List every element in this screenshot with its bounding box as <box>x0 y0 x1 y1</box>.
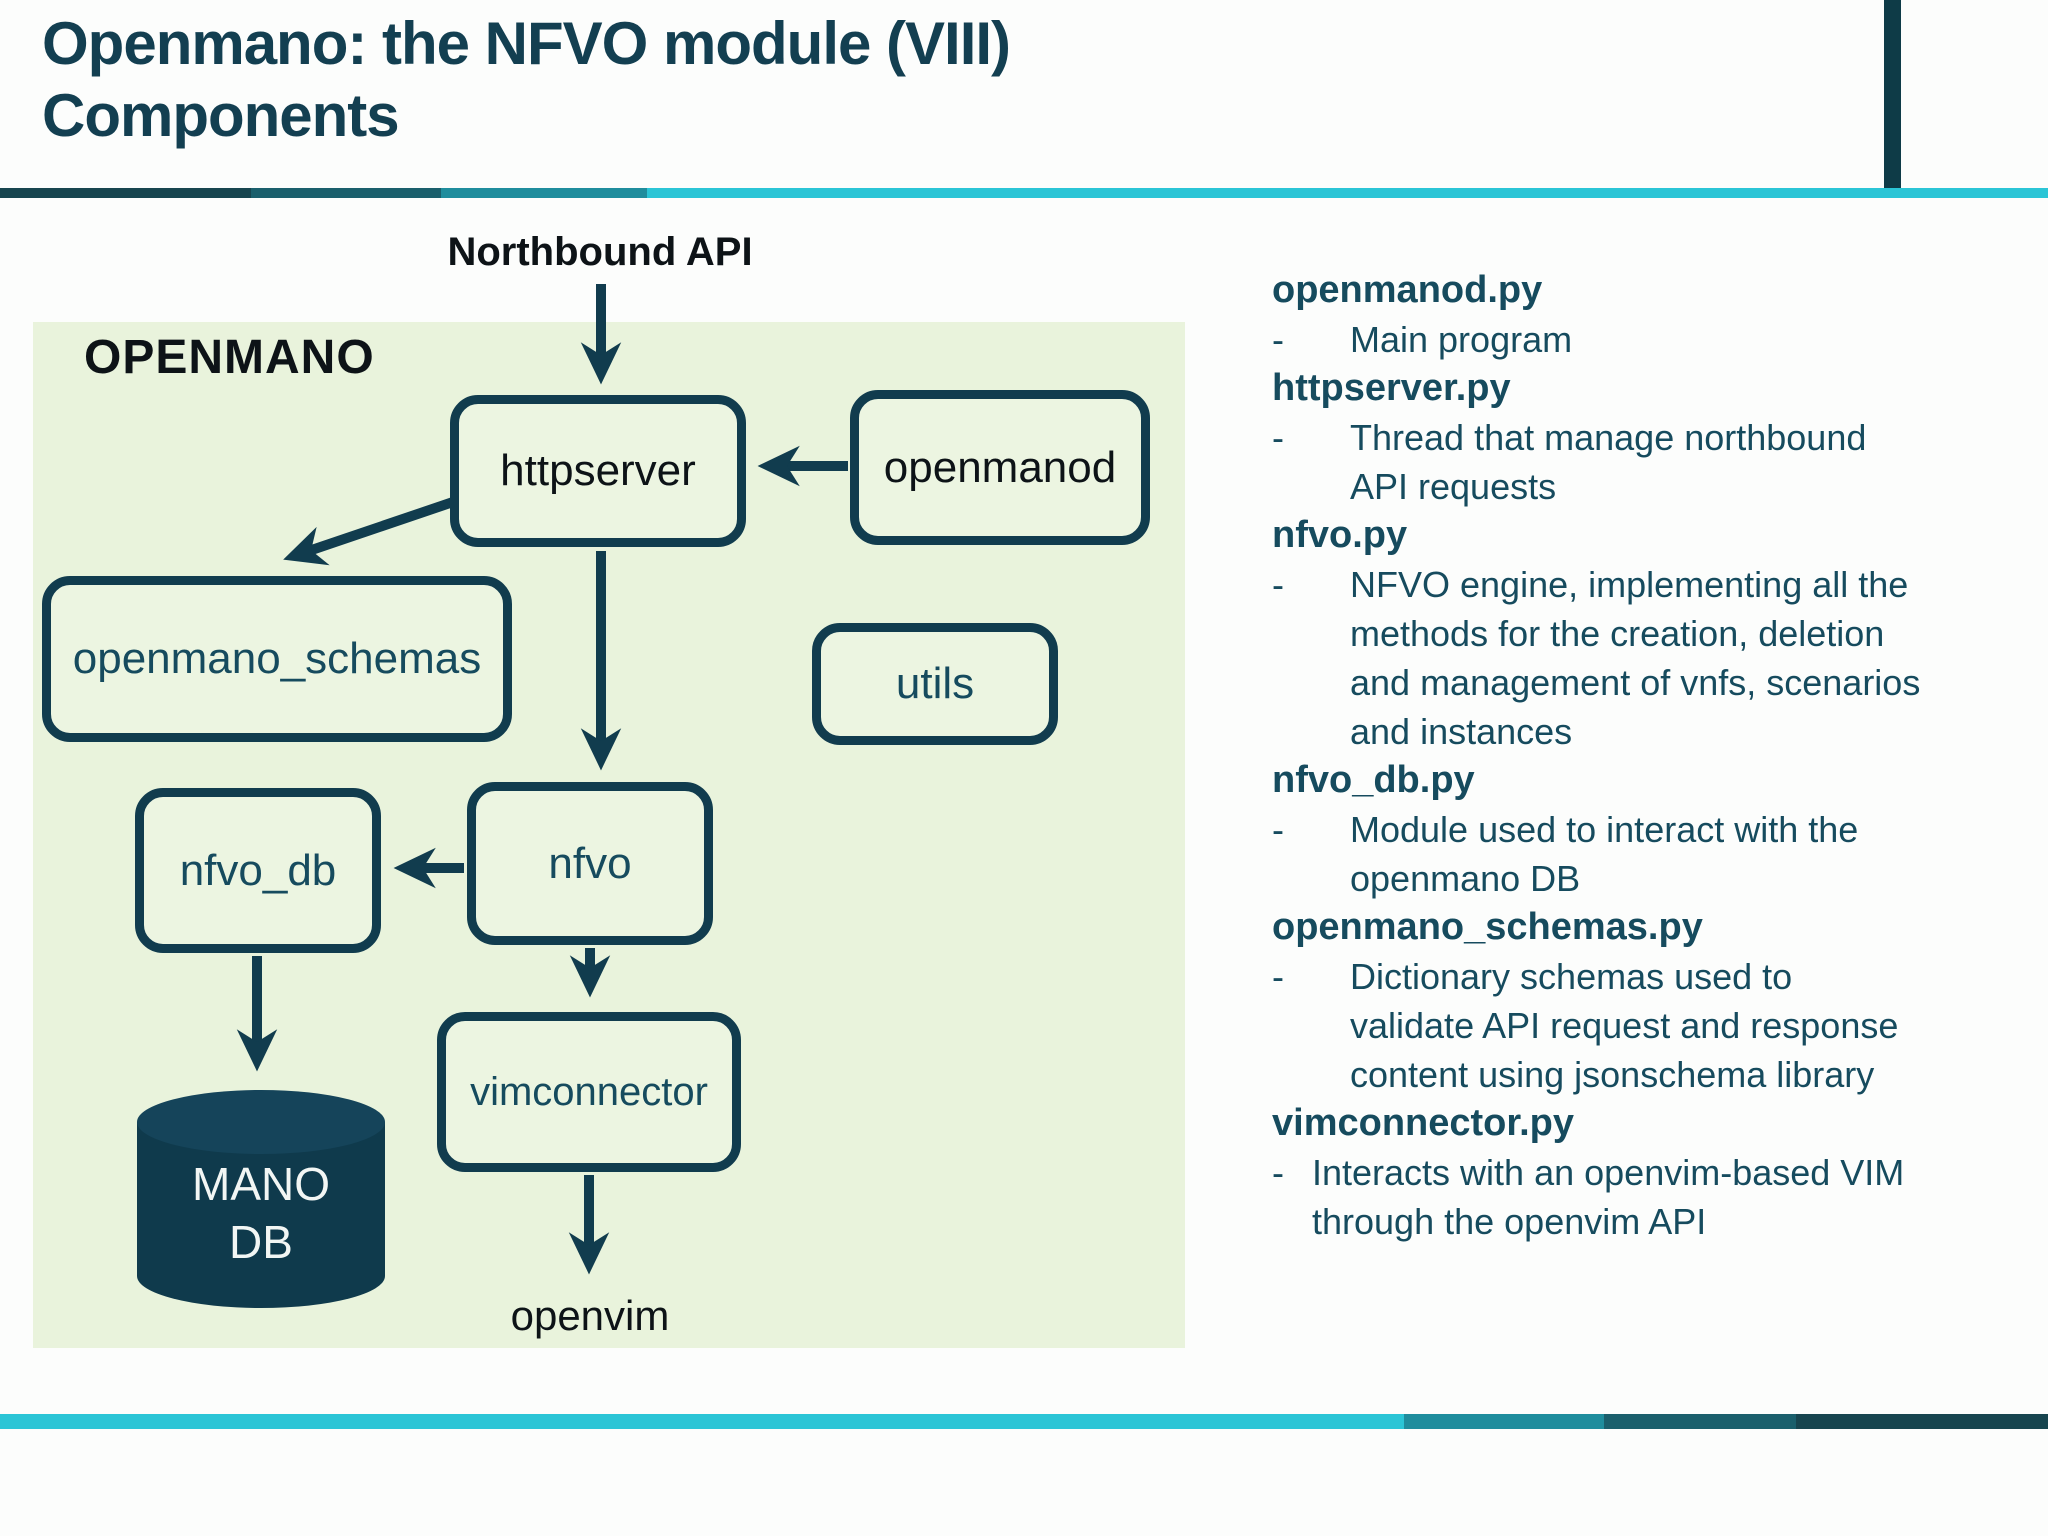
openmano-panel-label: OPENMANO <box>84 331 375 384</box>
footer-divider <box>0 1414 2048 1429</box>
node-openmanod-label: openmanod <box>883 442 1117 492</box>
page-title-line1: Openmano: the NFVO module (VIII) <box>42 10 1011 77</box>
file-description: openmanod.py - Main program <box>1272 266 2012 364</box>
bullet-dash: - <box>1272 1152 1284 1193</box>
node-httpserver: httpserver <box>450 395 746 547</box>
northbound-api-label: Northbound API <box>447 230 753 274</box>
file-name: vimconnector.py <box>1272 1102 1574 1144</box>
mano-db-cylinder-top <box>137 1090 385 1154</box>
node-vimconnector: vimconnector <box>437 1012 741 1172</box>
file-description: httpserver.py - Thread that manage north… <box>1272 364 2012 511</box>
node-nfvo-db: nfvo_db <box>135 788 381 953</box>
node-utils: utils <box>812 623 1058 745</box>
bullet-dash: - <box>1272 956 1284 997</box>
divider-segment <box>0 188 251 198</box>
divider-segment <box>0 1414 1404 1429</box>
bullet-dash: - <box>1272 319 1284 360</box>
node-utils-label: utils <box>895 659 975 708</box>
divider-segment <box>251 188 441 198</box>
file-description: vimconnector.py - Interacts with an open… <box>1272 1099 2012 1246</box>
bullet-dash: - <box>1272 564 1284 605</box>
divider-segment <box>1796 1414 2048 1429</box>
mano-db-label: MANO DB <box>137 1128 385 1298</box>
divider-segment <box>647 188 2048 198</box>
node-openmano-schemas-label: openmano_schemas <box>72 634 482 683</box>
divider-segment <box>1604 1414 1796 1429</box>
node-vimconnector-label: vimconnector <box>470 1069 708 1114</box>
node-nfvo-label: nfvo <box>548 838 632 888</box>
openvim-label: openvim <box>510 1292 670 1339</box>
bullet-text: Main program <box>1350 319 1573 360</box>
header-divider <box>0 188 2048 198</box>
file-name: httpserver.py <box>1272 367 1511 409</box>
page-title-line2: Components <box>42 82 400 149</box>
mano-db-label-line2: DB <box>229 1216 293 1268</box>
node-nfvo: nfvo <box>467 782 713 945</box>
divider-segment <box>1404 1414 1604 1429</box>
bullet-dash: - <box>1272 417 1284 458</box>
node-nfvo-db-label: nfvo_db <box>179 845 337 895</box>
node-openmano-schemas: openmano_schemas <box>42 576 512 742</box>
file-description: nfvo_db.py - Module used to interact wit… <box>1272 756 2012 903</box>
file-name: openmanod.py <box>1272 269 1543 311</box>
file-bullet: - Main program <box>1272 315 2012 364</box>
node-httpserver-label: httpserver <box>500 446 696 495</box>
file-name: nfvo_db.py <box>1272 759 1475 801</box>
bullet-dash: - <box>1272 809 1284 850</box>
file-descriptions: openmanod.py - Main program httpserver.p… <box>1272 266 2012 1246</box>
divider-segment <box>441 188 647 198</box>
node-openmanod: openmanod <box>850 390 1150 545</box>
file-description: nfvo.py - NFVO engine, implementing all … <box>1272 511 2012 756</box>
page-title: Openmano: the NFVO module (VIII) Compone… <box>42 8 1011 152</box>
file-name: openmano_schemas.py <box>1272 906 1703 948</box>
mano-db-label-line1: MANO <box>192 1158 330 1210</box>
file-description: openmano_schemas.py - Dictionary schemas… <box>1272 903 2012 1099</box>
file-name: nfvo.py <box>1272 514 1408 556</box>
header-accent-bar <box>1884 0 1901 198</box>
